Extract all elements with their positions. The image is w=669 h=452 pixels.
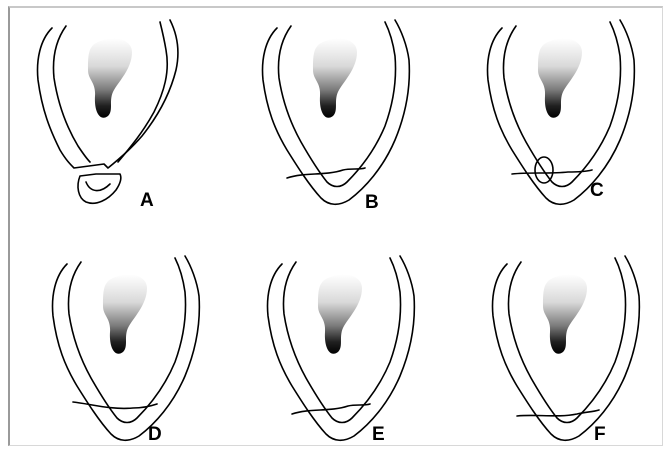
cut-line bbox=[73, 402, 157, 408]
panel-c bbox=[488, 20, 635, 204]
panel-label-b: B bbox=[365, 192, 379, 213]
panel-label-d: D bbox=[148, 424, 162, 445]
panel-label-e: E bbox=[372, 424, 385, 445]
shaded-region bbox=[88, 38, 132, 117]
panel-d bbox=[53, 256, 200, 440]
apex-fragment bbox=[78, 174, 121, 203]
shaded-region bbox=[543, 274, 587, 353]
panel-e bbox=[268, 256, 415, 440]
shaded-region bbox=[313, 38, 357, 117]
panel-label-c: C bbox=[590, 180, 604, 201]
apex-fragment-inner bbox=[86, 182, 110, 191]
panel-b bbox=[263, 20, 410, 204]
shaded-region bbox=[538, 38, 582, 117]
panel-f bbox=[493, 256, 640, 440]
shaded-region bbox=[103, 274, 147, 353]
cut-line bbox=[517, 410, 599, 416]
panel-label-a: A bbox=[140, 190, 154, 211]
panel-label-f: F bbox=[594, 424, 606, 445]
panel-a bbox=[38, 20, 178, 203]
shaded-region bbox=[318, 274, 362, 353]
